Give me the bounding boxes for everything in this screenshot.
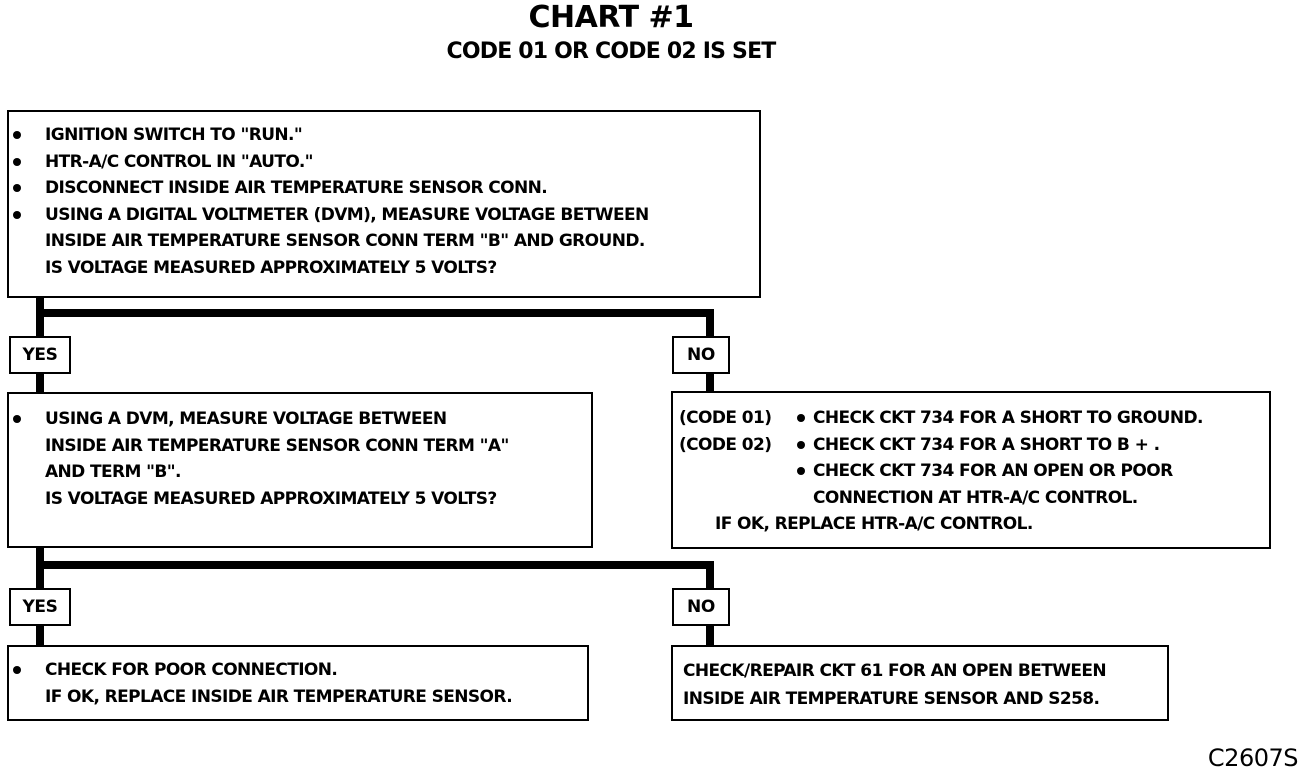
- step2-no-box: (CODE 01) CHECK CKT 734 FOR A SHORT TO G…: [671, 391, 1271, 549]
- step2-yes-line: INSIDE AIR TEMPERATURE SENSOR CONN TERM …: [45, 435, 509, 456]
- step2-no-row: (CODE 01) CHECK CKT 734 FOR A SHORT TO G…: [673, 405, 1269, 432]
- check-item: CHECK CKT 734 FOR A SHORT TO B + .: [796, 432, 1160, 459]
- step2-yes-line: AND TERM "B".: [45, 462, 181, 482]
- yes-label: YES: [9, 336, 71, 374]
- check-item: CHECK CKT 734 FOR AN OPEN OR POOR: [797, 458, 1173, 485]
- check-item: CHECK CKT 734 FOR A SHORT TO GROUND.: [797, 405, 1203, 432]
- step2-yes-line: IS VOLTAGE MEASURED APPROXIMATELY 5 VOLT…: [45, 488, 497, 509]
- no-label: NO: [672, 336, 730, 374]
- step1-bullet: IGNITION SWITCH TO "RUN.": [9, 122, 759, 149]
- step3-yes-line: IF OK, REPLACE INSIDE AIR TEMPERATURE SE…: [45, 686, 513, 707]
- connector-step1-branch: [36, 309, 714, 317]
- step3-no-line: CHECK/REPAIR CKT 61 FOR AN OPEN BETWEEN: [683, 661, 1107, 681]
- step1-box: IGNITION SWITCH TO "RUN." HTR-A/C CONTRO…: [7, 110, 761, 298]
- yes-label: YES: [9, 588, 71, 626]
- connector-step2-branch: [36, 561, 714, 569]
- step2-no-line: CONNECTION AT HTR-A/C CONTROL.: [813, 487, 1138, 508]
- step2-no-row: (CODE 02) CHECK CKT 734 FOR A SHORT TO B…: [673, 432, 1269, 459]
- step1-line: INSIDE AIR TEMPERATURE SENSOR CONN TERM …: [45, 231, 645, 251]
- step2-no-row: CHECK CKT 734 FOR AN OPEN OR POOR: [673, 458, 1269, 485]
- step2-no-final: IF OK, REPLACE HTR-A/C CONTROL.: [715, 514, 1033, 534]
- step3-no-box: CHECK/REPAIR CKT 61 FOR AN OPEN BETWEEN …: [671, 645, 1169, 721]
- chart-subtitle: CODE 01 OR CODE 02 IS SET: [446, 39, 776, 64]
- step1-bullet: HTR-A/C CONTROL IN "AUTO.": [9, 149, 759, 176]
- step2-yes-bullet: USING A DVM, MEASURE VOLTAGE BETWEEN: [9, 406, 591, 433]
- code-label: (CODE 01): [679, 408, 772, 428]
- step1-bullet: DISCONNECT INSIDE AIR TEMPERATURE SENSOR…: [9, 175, 759, 202]
- step1-bullet: USING A DIGITAL VOLTMETER (DVM), MEASURE…: [9, 202, 759, 229]
- no-label: NO: [672, 588, 730, 626]
- step3-yes-box: CHECK FOR POOR CONNECTION. IF OK, REPLAC…: [7, 645, 589, 721]
- step3-yes-bullet: CHECK FOR POOR CONNECTION.: [9, 657, 587, 684]
- figure-reference: C2607S: [1207, 744, 1299, 772]
- code-label: (CODE 02): [679, 434, 772, 455]
- step3-no-line: INSIDE AIR TEMPERATURE SENSOR AND S258.: [683, 689, 1100, 709]
- chart-title: CHART #1: [528, 0, 694, 35]
- step1-line: IS VOLTAGE MEASURED APPROXIMATELY 5 VOLT…: [45, 257, 497, 278]
- step2-yes-box: USING A DVM, MEASURE VOLTAGE BETWEEN INS…: [7, 392, 593, 548]
